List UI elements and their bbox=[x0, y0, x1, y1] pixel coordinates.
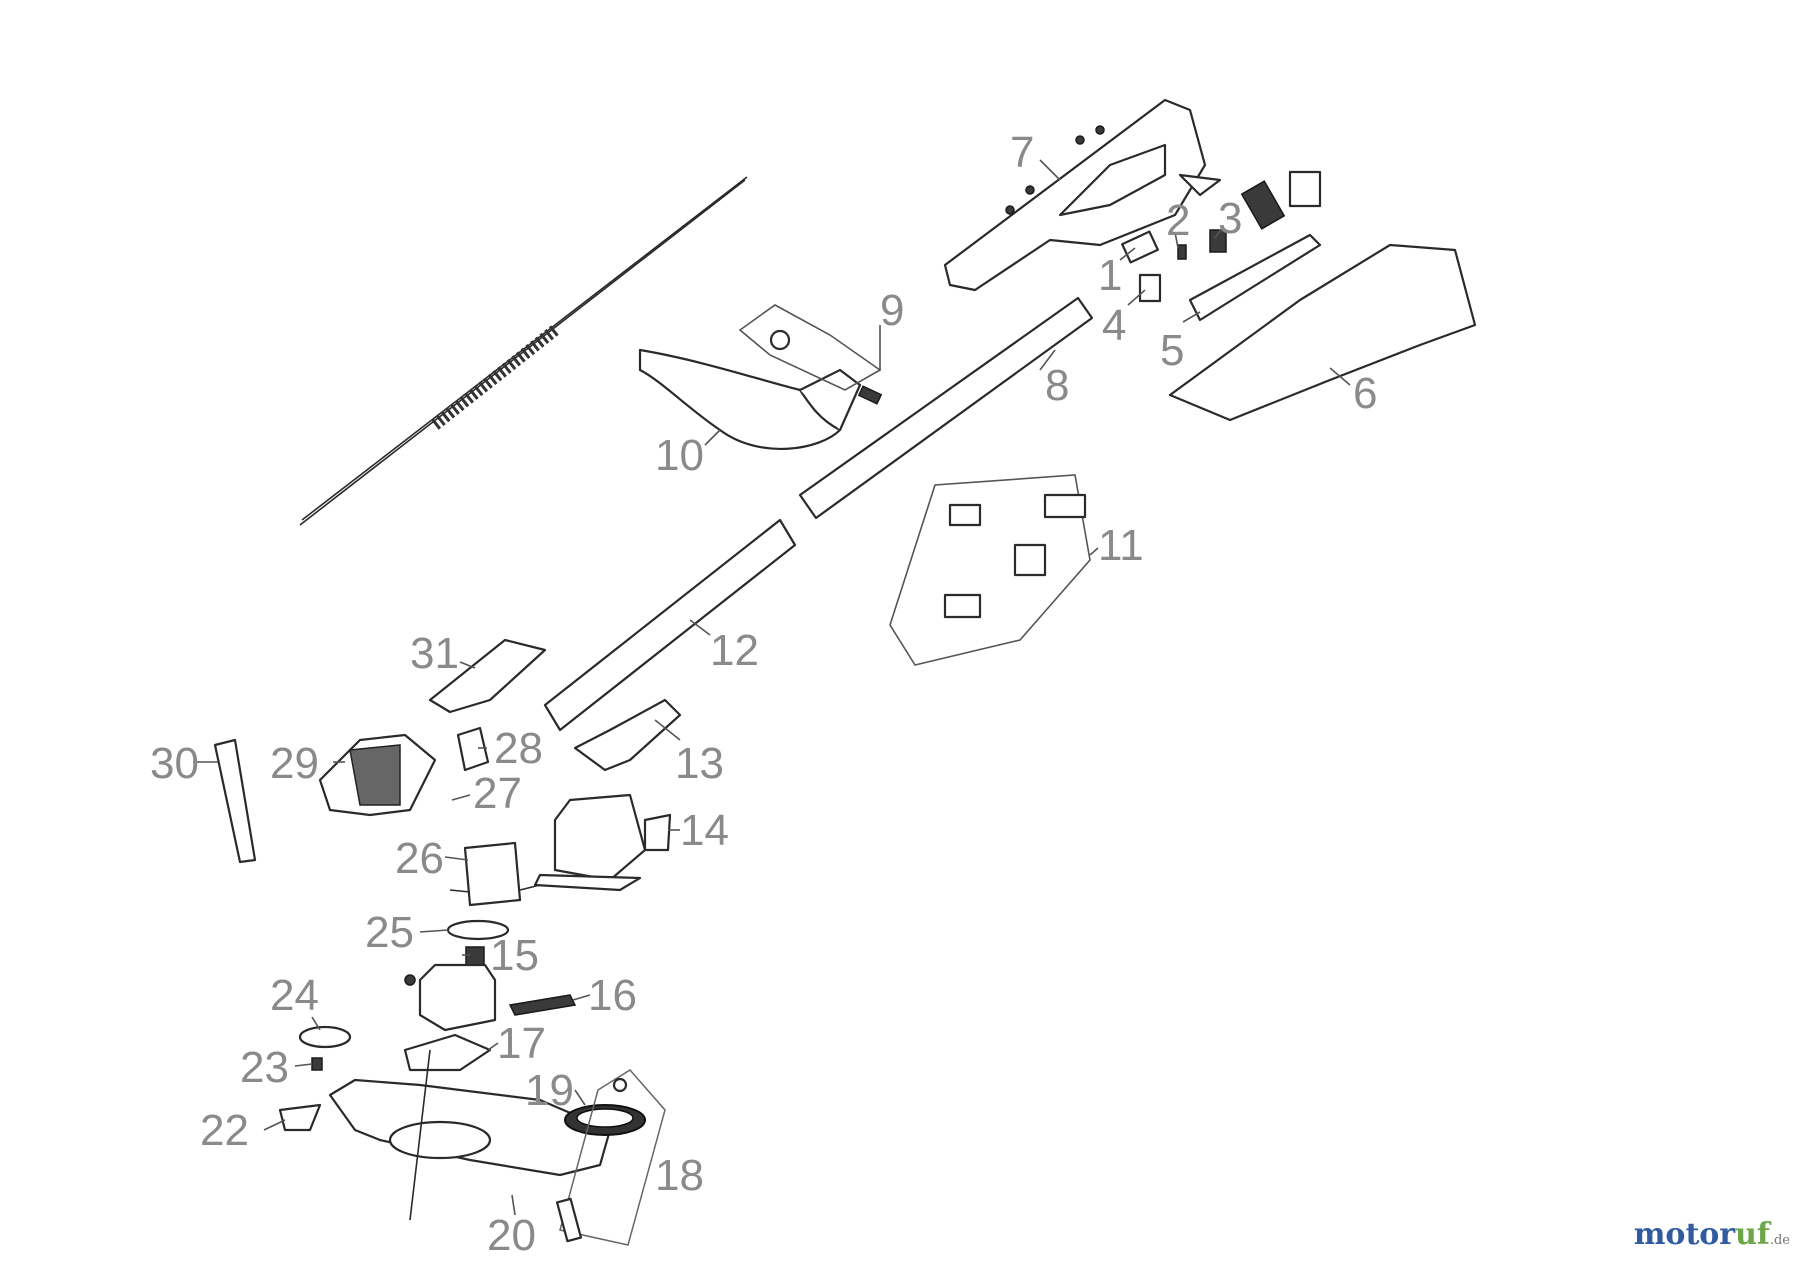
label-17: 17 bbox=[497, 1019, 546, 1068]
brand-main: motor bbox=[1633, 1217, 1736, 1252]
cover-part-6 bbox=[1168, 243, 1477, 422]
aux-handle-part-10 bbox=[638, 348, 862, 450]
brand-tld: .de bbox=[1769, 1233, 1790, 1248]
cable-with-coil bbox=[299, 176, 748, 526]
bolt-part-23 bbox=[311, 1057, 323, 1071]
label-29: 29 bbox=[270, 739, 319, 788]
label-6: 6 bbox=[1353, 369, 1377, 418]
label-12: 12 bbox=[710, 626, 759, 675]
bracket-part-22 bbox=[278, 1103, 322, 1132]
cap-part-28 bbox=[456, 726, 490, 772]
label-20: 20 bbox=[487, 1211, 536, 1260]
handle-housing-part-7 bbox=[943, 98, 1222, 292]
label-7: 7 bbox=[1010, 128, 1034, 177]
label-2: 2 bbox=[1166, 196, 1190, 245]
label-30: 30 bbox=[150, 739, 199, 788]
label-24: 24 bbox=[270, 971, 319, 1020]
wheel-part-19 bbox=[564, 1104, 646, 1136]
label-5: 5 bbox=[1160, 326, 1184, 375]
leader-lines bbox=[193, 159, 1351, 1216]
switch-parts-1-2-3-4 bbox=[1121, 170, 1322, 303]
label-10: 10 bbox=[655, 431, 704, 480]
label-26: 26 bbox=[395, 834, 444, 883]
label-31: 31 bbox=[410, 629, 459, 678]
spool-part-24 bbox=[298, 1025, 352, 1049]
brand-watermark: motoruf.de bbox=[1634, 1217, 1790, 1252]
label-19: 19 bbox=[525, 1066, 574, 1115]
label-13: 13 bbox=[675, 739, 724, 788]
label-25: 25 bbox=[365, 908, 414, 957]
spool-housing bbox=[404, 963, 497, 1032]
label-15: 15 bbox=[490, 931, 539, 980]
label-9: 9 bbox=[880, 286, 904, 335]
motor-housing-part-29 bbox=[318, 733, 437, 817]
label-11: 11 bbox=[1098, 521, 1144, 570]
label-28: 28 bbox=[494, 724, 543, 773]
label-1: 1 bbox=[1098, 251, 1122, 300]
lower-housing-part-31 bbox=[428, 638, 547, 714]
bracket-group-18 bbox=[555, 1069, 666, 1246]
motor-part-26 bbox=[449, 841, 541, 907]
frame-part-30 bbox=[213, 738, 257, 864]
label-4: 4 bbox=[1102, 301, 1126, 350]
label-14: 14 bbox=[680, 806, 729, 855]
connector-detail-part-11 bbox=[889, 474, 1091, 666]
part-number-labels: 1 2 3 4 5 6 7 8 9 10 11 12 13 14 15 16 1… bbox=[150, 128, 1377, 1260]
plate-part-17 bbox=[403, 1033, 492, 1072]
motor-cover-part-14 bbox=[533, 793, 672, 892]
blade-part-16 bbox=[508, 994, 577, 1016]
label-23: 23 bbox=[240, 1043, 289, 1092]
label-8: 8 bbox=[1045, 361, 1069, 410]
tube-part-12 bbox=[543, 518, 797, 732]
tube-part-8 bbox=[798, 296, 1094, 520]
label-22: 22 bbox=[200, 1106, 249, 1155]
label-16: 16 bbox=[588, 971, 637, 1020]
label-27: 27 bbox=[473, 769, 522, 818]
label-3: 3 bbox=[1218, 194, 1242, 243]
brand-accent: uf bbox=[1735, 1217, 1770, 1252]
tube-clamp-part-13 bbox=[573, 698, 682, 772]
guard-base-part-20 bbox=[328, 1049, 612, 1221]
label-18: 18 bbox=[655, 1151, 704, 1200]
